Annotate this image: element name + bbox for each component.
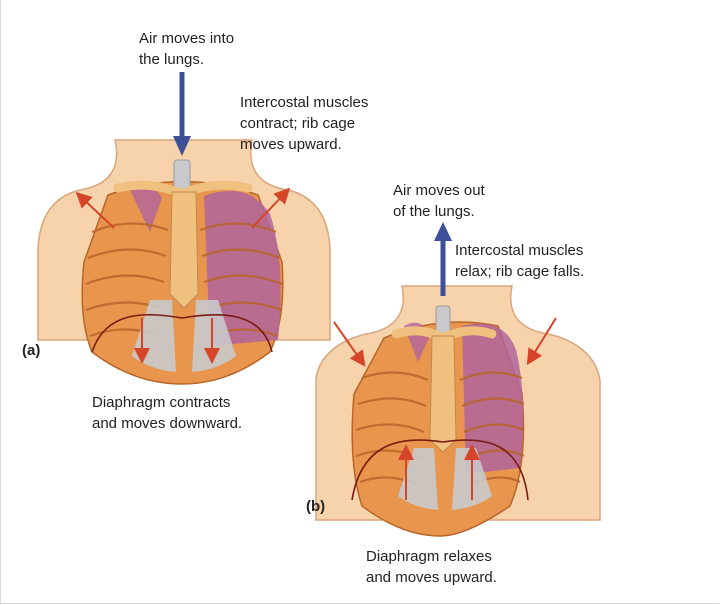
air-out-line-1: Air moves out [393, 180, 485, 201]
intercostal-relax-label: Intercostal muscles relax; rib cage fall… [455, 240, 584, 282]
air-in-label: Air moves into the lungs. [139, 28, 234, 70]
intercostal-relax-line-1: Intercostal muscles [455, 240, 584, 261]
panel-a-tag: (a) [22, 342, 40, 359]
intercostal-relax-line-2: relax; rib cage falls. [455, 261, 584, 282]
panel-b-tag: (b) [306, 498, 325, 515]
air-out-line-2: of the lungs. [393, 201, 485, 222]
air-out-label: Air moves out of the lungs. [393, 180, 485, 222]
air-out-arrowhead [434, 222, 452, 241]
diaphragm-relaxes-label: Diaphragm relaxes and moves upward. [366, 546, 497, 588]
diaphragm-contracts-line-1: Diaphragm contracts [92, 392, 242, 413]
diaphragm-contracts-line-2: and moves downward. [92, 413, 242, 434]
sternum-b [430, 336, 456, 452]
intercostal-contract-line-3: moves upward. [240, 134, 368, 155]
sternum-a [170, 192, 198, 308]
air-in-line-2: the lungs. [139, 49, 234, 70]
diaphragm-contracts-label: Diaphragm contracts and moves downward. [92, 392, 242, 434]
intercostal-contract-line-2: contract; rib cage [240, 113, 368, 134]
intercostal-contract-label: Intercostal muscles contract; rib cage m… [240, 92, 368, 155]
diaphragm-relaxes-line-1: Diaphragm relaxes [366, 546, 497, 567]
diaphragm-relaxes-line-2: and moves upward. [366, 567, 497, 588]
torso-a [38, 140, 330, 384]
air-in-line-1: Air moves into [139, 28, 234, 49]
intercostal-contract-line-1: Intercostal muscles [240, 92, 368, 113]
torso-b [316, 286, 600, 536]
